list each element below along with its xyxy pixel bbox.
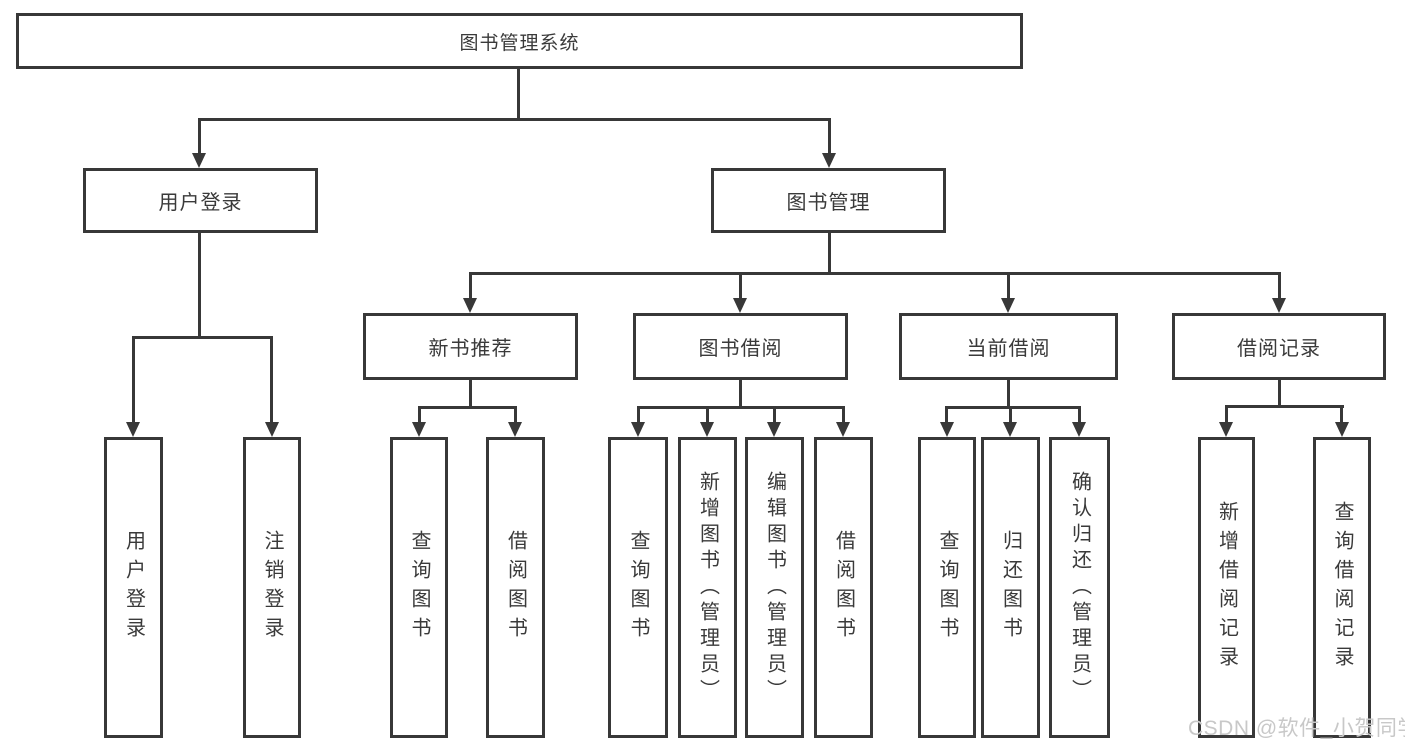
leaf-return-book: 归还图书 bbox=[981, 437, 1040, 738]
arrow-down-icon bbox=[412, 422, 426, 437]
node-new-book-recommend-label: 新书推荐 bbox=[428, 338, 513, 360]
connector-userlogin-hbar bbox=[132, 336, 273, 339]
leaf-label: 归还图书 bbox=[999, 529, 1022, 646]
arrow-down-icon bbox=[1335, 422, 1349, 437]
node-root-label: 图书管理系统 bbox=[459, 32, 580, 54]
connector-leaf-stub bbox=[842, 406, 845, 424]
connector-leaf-stub bbox=[637, 406, 640, 424]
connector-to-leaf-user-login bbox=[132, 336, 135, 424]
connector-leaf-stub bbox=[1340, 405, 1343, 424]
arrow-down-icon bbox=[767, 422, 781, 437]
connector-bookmgmt-stub bbox=[828, 233, 831, 272]
leaf-add-borrow-record: 新增借阅记录 bbox=[1198, 437, 1255, 738]
connector-to-current-borrow bbox=[1007, 272, 1010, 300]
node-current-borrow-label: 当前借阅 bbox=[966, 338, 1051, 360]
connector-leaf-stub bbox=[706, 406, 709, 424]
leaf-label: 查询图书 bbox=[627, 529, 649, 646]
leaf-user-login: 用户登录 bbox=[104, 437, 163, 738]
connector-leaf-stub bbox=[514, 406, 517, 424]
leaf-label: 查询图书 bbox=[936, 529, 958, 646]
connector-bookborrow-stub bbox=[739, 380, 742, 406]
connector-leaf-stub bbox=[1225, 405, 1228, 424]
connector-to-borrow-records bbox=[1278, 272, 1281, 300]
arrow-down-icon bbox=[836, 422, 850, 437]
node-book-management: 图书管理 bbox=[711, 168, 946, 233]
arrow-down-icon bbox=[1003, 422, 1017, 437]
arrow-down-icon bbox=[265, 422, 279, 437]
arrow-down-icon bbox=[1272, 298, 1286, 313]
connector-bookborrow-hbar bbox=[637, 406, 845, 409]
leaf-query-borrow-record: 查询借阅记录 bbox=[1313, 437, 1371, 738]
node-new-book-recommend: 新书推荐 bbox=[363, 313, 578, 380]
arrow-down-icon bbox=[126, 422, 140, 437]
connector-leaf-stub bbox=[1078, 406, 1081, 424]
connector-userlogin-stub bbox=[198, 233, 201, 336]
leaf-query-books-newbooks: 查询图书 bbox=[390, 437, 448, 738]
arrow-down-icon bbox=[700, 422, 714, 437]
leaf-borrow-books-bookborrow: 借阅图书 bbox=[814, 437, 873, 738]
leaf-label: 新增图书（管理员） bbox=[696, 470, 719, 705]
connector-root-stub bbox=[517, 68, 520, 120]
leaf-query-books-currentborrow: 查询图书 bbox=[918, 437, 976, 738]
connector-currentborrow-stub bbox=[1007, 380, 1010, 406]
node-book-borrow-label: 图书借阅 bbox=[698, 338, 783, 360]
arrow-down-icon bbox=[631, 422, 645, 437]
leaf-logout: 注销登录 bbox=[243, 437, 301, 738]
connector-records-hbar bbox=[1225, 405, 1344, 408]
node-book-borrow: 图书借阅 bbox=[633, 313, 848, 380]
node-current-borrow: 当前借阅 bbox=[899, 313, 1118, 380]
arrow-down-icon bbox=[508, 422, 522, 437]
arrow-down-icon bbox=[940, 422, 954, 437]
node-borrow-records: 借阅记录 bbox=[1172, 313, 1386, 380]
leaf-borrow-books-newbooks: 借阅图书 bbox=[486, 437, 545, 738]
node-borrow-records-label: 借阅记录 bbox=[1237, 338, 1321, 360]
node-root: 图书管理系统 bbox=[16, 13, 1023, 69]
node-book-management-label: 图书管理 bbox=[786, 192, 871, 214]
arrow-down-icon bbox=[1001, 298, 1015, 313]
leaf-label: 新增借阅记录 bbox=[1215, 500, 1238, 675]
connector-to-user-login bbox=[198, 118, 201, 156]
connector-leaf-stub bbox=[418, 406, 421, 424]
leaf-query-books-bookborrow: 查询图书 bbox=[608, 437, 668, 738]
connector-leaf-stub bbox=[773, 406, 776, 424]
node-user-login-label: 用户登录 bbox=[158, 192, 243, 214]
arrow-down-icon bbox=[822, 153, 836, 168]
connector-to-book-management bbox=[828, 118, 831, 156]
connector-to-new-books bbox=[469, 272, 472, 300]
arrow-down-icon bbox=[192, 153, 206, 168]
csdn-watermark: CSDN @软件_小贺同学 bbox=[1188, 717, 1405, 740]
connector-root-hbar bbox=[198, 118, 831, 121]
leaf-label: 借阅图书 bbox=[504, 529, 527, 646]
arrow-down-icon bbox=[463, 298, 477, 313]
connector-leaf-stub bbox=[945, 406, 948, 424]
node-user-login: 用户登录 bbox=[83, 168, 318, 233]
leaf-label: 编辑图书（管理员） bbox=[763, 470, 786, 705]
leaf-label: 注销登录 bbox=[261, 529, 283, 646]
leaf-label: 用户登录 bbox=[122, 529, 145, 646]
leaf-label: 查询借阅记录 bbox=[1331, 500, 1353, 675]
connector-to-book-borrow bbox=[739, 272, 742, 300]
leaf-add-book-admin: 新增图书（管理员） bbox=[678, 437, 737, 738]
connector-newbooks-stub bbox=[469, 380, 472, 406]
leaf-label: 确认归还（管理员） bbox=[1068, 470, 1091, 705]
connector-newbooks-hbar bbox=[418, 406, 517, 409]
arrow-down-icon bbox=[1072, 422, 1086, 437]
arrow-down-icon bbox=[733, 298, 747, 313]
leaf-confirm-return-admin: 确认归还（管理员） bbox=[1049, 437, 1110, 738]
leaf-label: 查询图书 bbox=[408, 529, 430, 646]
leaf-edit-book-admin: 编辑图书（管理员） bbox=[745, 437, 804, 738]
arrow-down-icon bbox=[1219, 422, 1233, 437]
connector-leaf-stub bbox=[1009, 406, 1012, 424]
connector-currentborrow-hbar bbox=[945, 406, 1080, 409]
connector-bookmgmt-hbar bbox=[469, 272, 1281, 275]
connector-to-leaf-logout bbox=[270, 336, 273, 424]
leaf-label: 借阅图书 bbox=[832, 529, 855, 646]
connector-records-stub bbox=[1278, 380, 1281, 405]
